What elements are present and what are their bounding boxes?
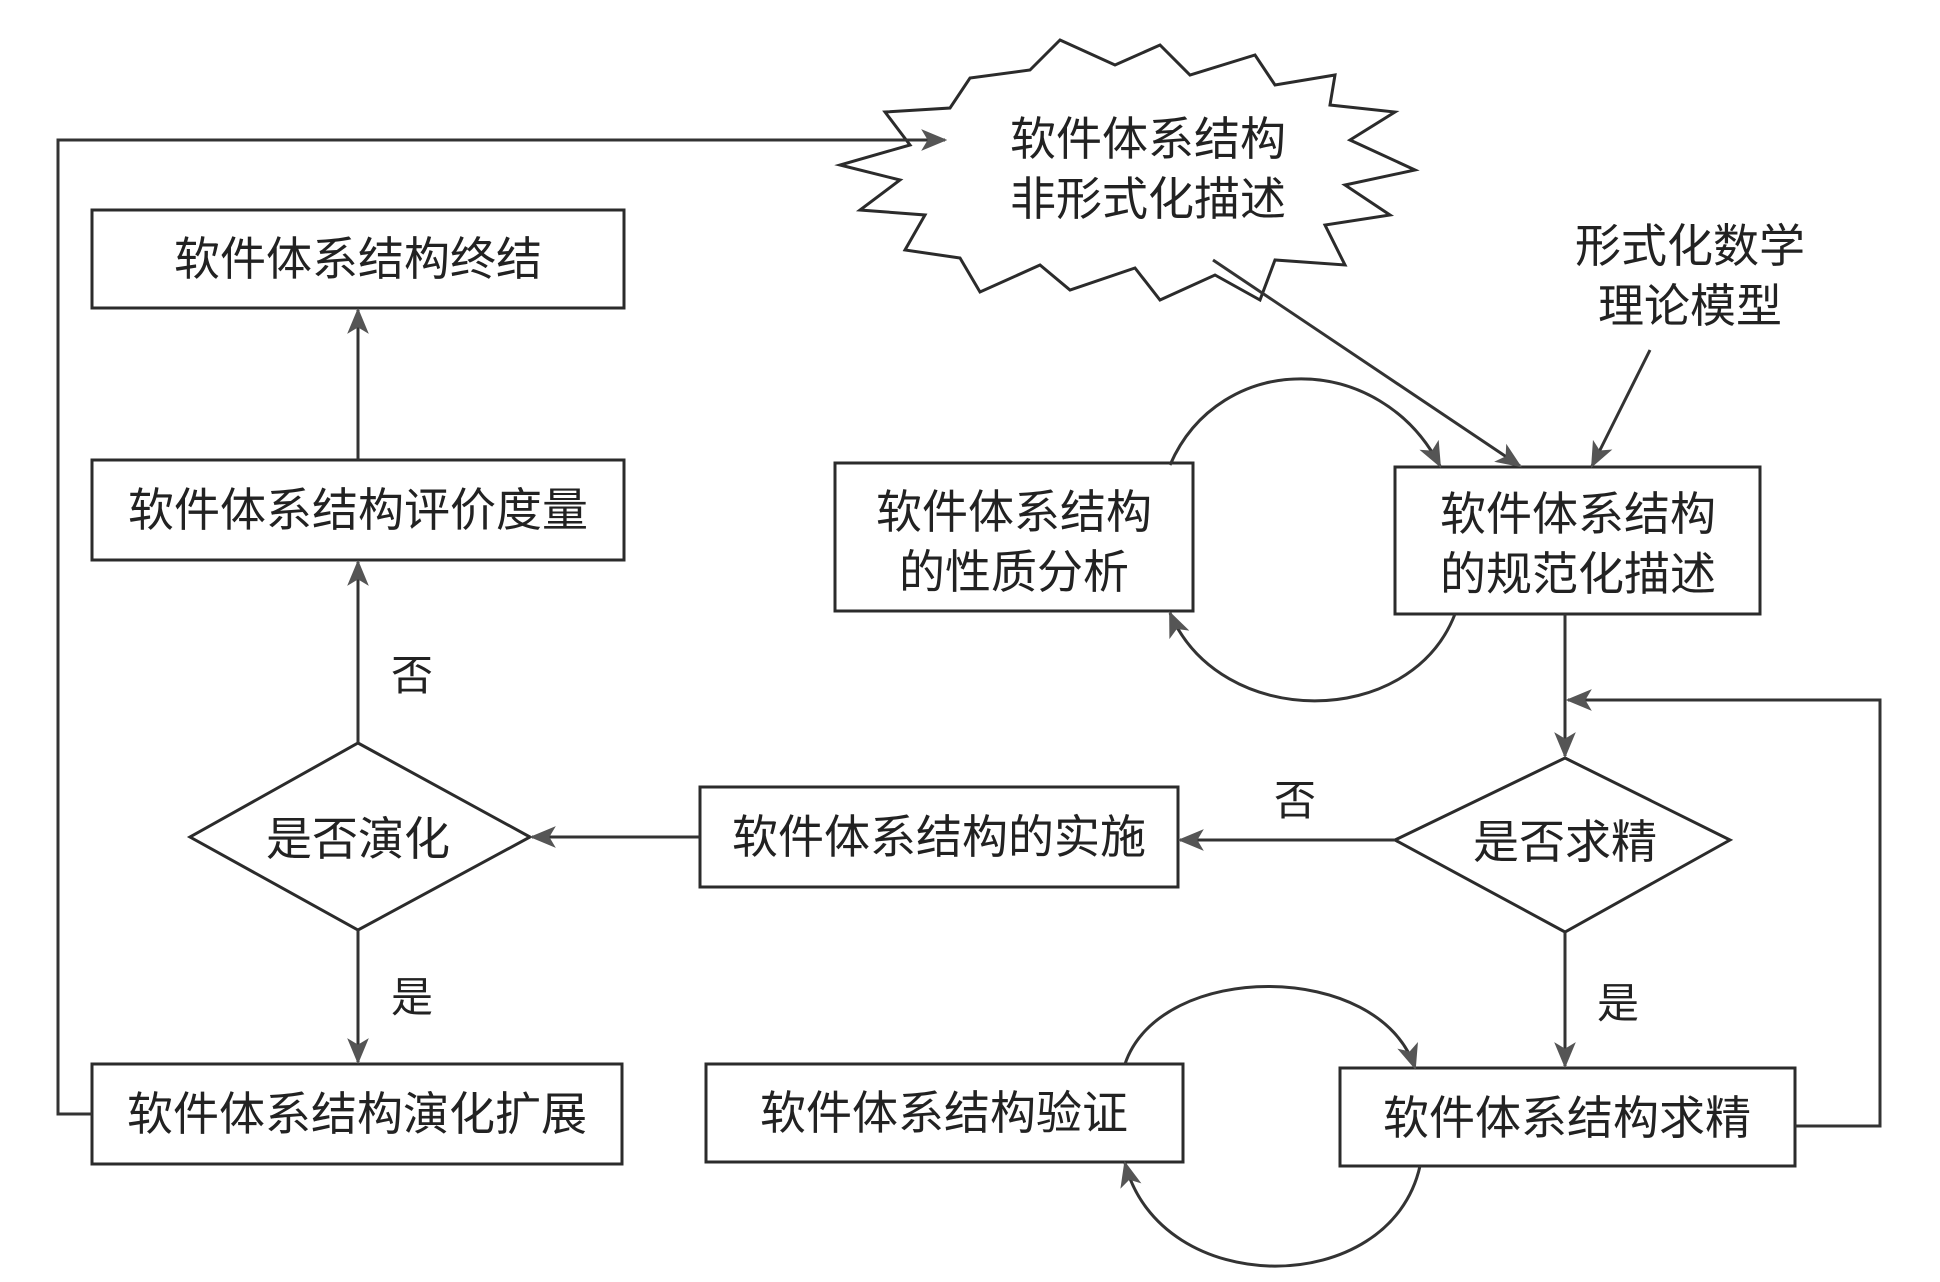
node-evaluation: 软件体系结构评价度量 [90,458,626,562]
node-evolve-ext-label: 软件体系结构演化扩展 [127,1087,587,1141]
node-refine-decision: 是否求精 [1391,756,1734,934]
node-evaluate-label: 软件体系结构评价度量 [128,483,588,537]
node-terminate-label: 软件体系结构终结 [174,232,542,286]
node-verify-label: 软件体系结构验证 [760,1086,1128,1140]
node-informal-line2: 非形式化描述 [1010,172,1286,226]
edge-refinement-loop-back [1565,689,1882,1128]
node-refinement: 软件体系结构求精 [1338,1066,1797,1168]
node-analysis-line1: 软件体系结构 [876,485,1152,539]
starburst-shape [834,38,1420,303]
edge-math-model-to-spec [1590,349,1652,468]
node-evolve-q-label: 是否演化 [266,812,450,866]
node-math-model-line2: 理论模型 [1598,279,1782,333]
rect-shape [1338,1066,1797,1168]
rect-shape [704,1062,1185,1164]
edge-informal-to-spec [1212,258,1522,468]
node-math-model-line1: 形式化数学 [1575,219,1805,273]
node-spec-description: 软件体系结构 的规范化描述 [1393,465,1762,616]
edge-verify-to-refine-arc [1123,985,1418,1071]
edge-refine-to-verify-arc [1120,1160,1422,1268]
edge-label-evolve-no: 否 [391,651,433,700]
node-implementation: 软件体系结构的实施 [698,785,1180,889]
node-refine-q-label: 是否求精 [1473,815,1657,869]
node-evolve-decision: 是否演化 [186,741,534,932]
node-implement-label: 软件体系结构的实施 [732,810,1146,864]
node-property-analysis: 软件体系结构 的性质分析 [833,461,1195,613]
node-spec-line2: 的规范化描述 [1440,547,1716,601]
node-analysis-line2: 的性质分析 [899,545,1129,599]
node-informal-line1: 软件体系结构 [1010,112,1286,166]
node-verification: 软件体系结构验证 [704,1062,1185,1164]
node-spec-line1: 软件体系结构 [1440,487,1716,541]
edge-analysis-to-spec-arc [1168,377,1442,468]
rect-shape [833,461,1195,613]
node-termination: 软件体系结构终结 [90,208,626,310]
rect-shape [1393,465,1762,616]
node-math-model: 形式化数学 理论模型 [1575,219,1805,333]
rect-shape [90,208,626,310]
edge-label-refine-no: 否 [1274,776,1316,825]
edge-spec-to-analysis-arc [1168,611,1457,703]
edge-label-evolve-yes: 是 [391,973,433,1022]
node-evolution-extension: 软件体系结构演化扩展 [90,1062,624,1166]
rect-shape [90,458,626,562]
edge-label-refine-yes: 是 [1597,979,1639,1028]
node-refine-label: 软件体系结构求精 [1383,1091,1751,1145]
node-informal-description: 软件体系结构 非形式化描述 [834,38,1420,303]
edge-extension-loop-to-informal [56,129,948,1116]
